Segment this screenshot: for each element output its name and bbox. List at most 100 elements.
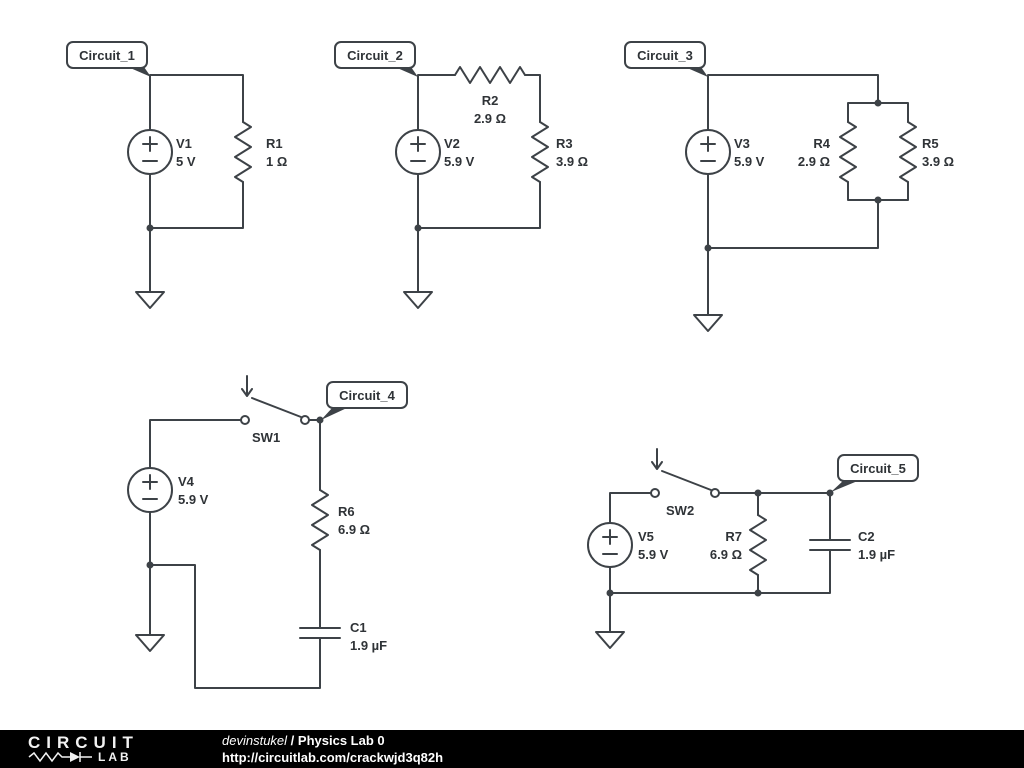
component-name-label: V3 — [734, 136, 750, 151]
ground-symbol-4[interactable] — [135, 634, 165, 652]
component-value-label: 6.9 Ω — [710, 547, 742, 562]
switch-terminal — [240, 415, 250, 425]
schematic-canvas[interactable]: V1 5 V R1 1 Ω Circuit_1 — [0, 0, 1024, 730]
circuitlab-logo[interactable]: CIRCUIT LAB — [28, 733, 198, 763]
voltage-source-V2[interactable]: V2 5.9 V — [395, 129, 475, 175]
ground-symbol-3[interactable] — [693, 314, 723, 332]
capacitor-C1[interactable]: C1 1.9 µF — [299, 620, 387, 653]
capacitor-plates — [299, 627, 341, 639]
component-name-label: R7 — [725, 529, 742, 544]
footer-bar: CIRCUIT LAB devinstukel / Physics Lab 0 … — [0, 730, 1024, 768]
switch-lever — [251, 397, 302, 418]
callout-tail — [831, 480, 860, 492]
component-name-label: R5 — [922, 136, 939, 151]
callout-box — [334, 41, 416, 69]
circuit-1: V1 5 V R1 1 Ω Circuit_1 — [66, 41, 287, 309]
resistor-body — [234, 121, 252, 183]
ground-triangle — [135, 291, 165, 309]
resistor-R6[interactable]: R6 6.9 Ω — [311, 489, 370, 551]
schematic-title[interactable]: Physics Lab 0 — [297, 733, 385, 748]
component-name-label: V1 — [176, 136, 192, 151]
junction-dot — [826, 489, 834, 497]
circuit-label-circuit-4[interactable]: Circuit_4 — [321, 381, 408, 420]
resistor-R2[interactable]: R2 2.9 Ω — [454, 66, 526, 126]
component-name-label: C1 — [350, 620, 367, 635]
resistor-body — [899, 121, 917, 183]
component-name-label: R4 — [813, 136, 830, 151]
switch-lever — [661, 470, 712, 491]
component-value-label: 5.9 V — [638, 547, 669, 562]
component-value-label: 6.9 Ω — [338, 522, 370, 537]
resistor-R5[interactable]: R5 3.9 Ω — [899, 121, 954, 183]
junction-dot — [704, 244, 712, 252]
callout-box — [624, 41, 706, 69]
ground-symbol-1[interactable] — [135, 291, 165, 309]
author-name[interactable]: devinstukel — [222, 733, 288, 748]
logo-circuit-text: CIRCUIT — [28, 733, 139, 752]
component-value-label: 5.9 V — [734, 154, 765, 169]
separator: / — [290, 733, 295, 748]
junction-dot — [874, 196, 882, 204]
callout-tail — [395, 67, 418, 77]
plus-sign — [142, 136, 158, 152]
ground-triangle — [403, 291, 433, 309]
ground-triangle — [693, 314, 723, 332]
attribution: devinstukel / Physics Lab 0 http://circu… — [222, 732, 443, 766]
attribution-line: devinstukel / Physics Lab 0 — [222, 732, 443, 749]
circuit-label-circuit-2[interactable]: Circuit_2 — [334, 41, 418, 77]
callout-tail — [321, 407, 349, 420]
resistor-body — [454, 66, 526, 84]
callout-tail — [685, 67, 708, 77]
circuit-name-label: Circuit_2 — [347, 48, 403, 63]
circuit-name-label: Circuit_3 — [637, 48, 693, 63]
junction-dot — [874, 99, 882, 107]
plus-sign — [602, 529, 618, 545]
circuit-4-wires[interactable] — [149, 419, 321, 689]
circuit-name-label: Circuit_5 — [850, 461, 906, 476]
plus-sign — [142, 474, 158, 490]
junction-dot — [606, 589, 614, 597]
circuit-3-wires[interactable] — [707, 74, 909, 316]
ground-triangle — [135, 634, 165, 652]
circuit-label-circuit-5[interactable]: Circuit_5 — [831, 454, 919, 492]
ground-symbol-5[interactable] — [595, 631, 625, 649]
circuit-5: SW2 V5 5.9 V R7 6.9 Ω C2 1.9 µF — [587, 448, 919, 649]
resistor-body — [311, 489, 329, 551]
voltage-source-V3[interactable]: V3 5.9 V — [685, 129, 765, 175]
switch-actuator-arrow — [651, 448, 663, 470]
voltage-source-V1[interactable]: V1 5 V — [127, 129, 196, 175]
circuit-5-wires[interactable] — [609, 492, 831, 633]
ground-symbol-2[interactable] — [403, 291, 433, 309]
switch-SW2[interactable]: SW2 — [650, 448, 720, 518]
component-value-label: 1 Ω — [266, 154, 287, 169]
resistor-R7[interactable]: R7 6.9 Ω — [710, 514, 767, 576]
voltage-source-V4[interactable]: V4 5.9 V — [127, 467, 209, 513]
component-value-label: 5.9 V — [444, 154, 475, 169]
circuit-label-circuit-1[interactable]: Circuit_1 — [66, 41, 151, 77]
circuit-1-wires[interactable] — [149, 74, 244, 293]
schematic-url[interactable]: http://circuitlab.com/crackwjd3q82h — [222, 750, 444, 765]
junction-dot — [754, 589, 762, 597]
circuit-label-circuit-3[interactable]: Circuit_3 — [624, 41, 708, 77]
voltage-source-V5[interactable]: V5 5.9 V — [587, 522, 669, 568]
circuit-3: V3 5.9 V R4 2.9 Ω R5 3.9 Ω Cir — [624, 41, 954, 332]
resistor-R3[interactable]: R3 3.9 Ω — [531, 121, 588, 183]
ground-triangle — [595, 631, 625, 649]
junction-dot — [146, 224, 154, 232]
circuit-2-wires[interactable] — [417, 74, 541, 293]
switch-SW1[interactable]: SW1 — [240, 375, 310, 445]
component-value-label: 3.9 Ω — [922, 154, 954, 169]
junction-dot — [316, 416, 324, 424]
resistor-R4[interactable]: R4 2.9 Ω — [798, 121, 857, 183]
callout-box — [66, 41, 148, 69]
component-name-label: C2 — [858, 529, 875, 544]
resistor-R1[interactable]: R1 1 Ω — [234, 121, 287, 183]
component-name-label: V4 — [178, 474, 195, 489]
callout-box — [837, 454, 919, 482]
capacitor-C2[interactable]: C2 1.9 µF — [809, 529, 895, 562]
junction-dot — [754, 489, 762, 497]
component-value-label: 1.9 µF — [858, 547, 895, 562]
component-name-label: R3 — [556, 136, 573, 151]
component-value-label: 5 V — [176, 154, 196, 169]
